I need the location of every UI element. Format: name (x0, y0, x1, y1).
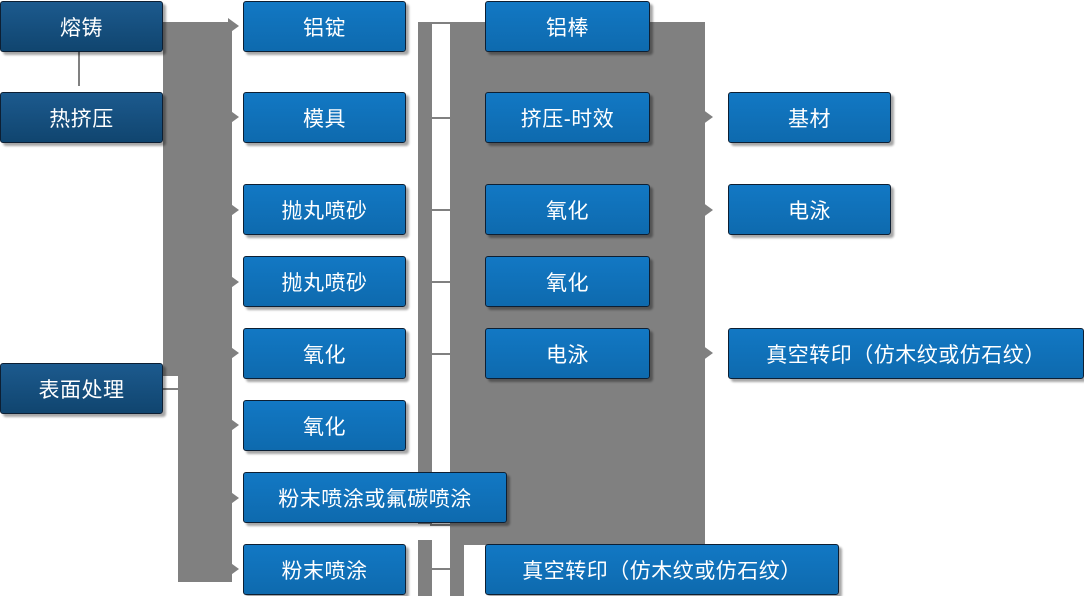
bracket-left-main (163, 22, 232, 376)
material-box-powder-fluoro-label: 粉末喷涂或氟碳喷涂 (278, 487, 472, 511)
arrow-to-mat-powder-fluoro (228, 490, 239, 506)
arrow-to-mat-shotblast-2 (228, 274, 239, 290)
comb-tick-2 (430, 117, 452, 119)
material-box-shotblast-1-label: 抛丸喷砂 (281, 199, 368, 223)
bracket-left-neck (178, 376, 232, 582)
output-box-substrate-label: 基材 (788, 107, 831, 131)
arrow-to-out-substrate (702, 109, 713, 125)
stage-box-melting[interactable]: 熔铸 (0, 1, 163, 52)
output-box-electro[interactable]: 电泳 (728, 184, 891, 235)
arrow-to-mat-mold (228, 109, 239, 125)
arrow-to-mat-oxidation-1 (228, 345, 239, 361)
process-box-vacuum-transfer-label: 真空转印（仿木纹或仿石纹） (522, 559, 802, 583)
process-box-electro-label: 电泳 (546, 343, 589, 367)
material-box-powder-label: 粉末喷涂 (281, 559, 368, 583)
material-box-oxidation-1[interactable]: 氧化 (243, 328, 406, 379)
process-box-bar-label: 铝棒 (546, 16, 589, 40)
comb-tick-4 (430, 281, 452, 283)
material-box-shotblast-1[interactable]: 抛丸喷砂 (243, 184, 406, 235)
material-box-oxidation-1-label: 氧化 (303, 343, 346, 367)
bracket-mid-left-rail-tail (418, 540, 432, 596)
connector-melting-to-extrude (78, 52, 80, 86)
process-box-extrude-aging-label: 挤压-时效 (520, 107, 615, 131)
process-box-extrude-aging[interactable]: 挤压-时效 (485, 92, 650, 143)
process-box-bar[interactable]: 铝棒 (485, 1, 650, 52)
arrow-to-mat-shotblast-1 (228, 202, 239, 218)
material-box-mold[interactable]: 模具 (243, 92, 406, 143)
material-box-powder-fluoro[interactable]: 粉末喷涂或氟碳喷涂 (243, 472, 507, 523)
stage-box-surface[interactable]: 表面处理 (0, 363, 163, 414)
material-box-oxidation-2[interactable]: 氧化 (243, 400, 406, 451)
output-box-vacuum-transfer[interactable]: 真空转印（仿木纹或仿石纹） (728, 328, 1084, 379)
comb-tick-6 (430, 524, 452, 526)
bracket-mid-right-rail (450, 22, 464, 596)
arrow-to-mat-ingot (228, 18, 239, 34)
comb-tick-1 (430, 22, 452, 24)
process-box-oxidation-2-label: 氧化 (546, 271, 589, 295)
arrow-to-mat-oxidation-2 (228, 417, 239, 433)
process-box-oxidation-1-label: 氧化 (546, 199, 589, 223)
stage-box-melting-label: 熔铸 (60, 16, 103, 40)
process-box-vacuum-transfer[interactable]: 真空转印（仿木纹或仿石纹） (485, 544, 839, 595)
output-box-vacuum-transfer-label: 真空转印（仿木纹或仿石纹） (766, 343, 1046, 367)
process-box-electro[interactable]: 电泳 (485, 328, 650, 379)
material-box-ingot[interactable]: 铝锭 (243, 1, 406, 52)
material-box-mold-label: 模具 (303, 107, 346, 131)
material-box-powder[interactable]: 粉末喷涂 (243, 544, 406, 595)
material-box-ingot-label: 铝锭 (303, 16, 346, 40)
output-box-electro-label: 电泳 (788, 199, 831, 223)
stage-box-extrude-label: 热挤压 (49, 107, 114, 131)
process-box-oxidation-1[interactable]: 氧化 (485, 184, 650, 235)
arrow-to-out-electro (702, 202, 713, 218)
material-box-shotblast-2[interactable]: 抛丸喷砂 (243, 256, 406, 307)
bracket-mid-left-rail (418, 22, 432, 524)
output-box-substrate[interactable]: 基材 (728, 92, 891, 143)
arrow-to-out-vacuum (702, 345, 713, 361)
stage-box-extrude[interactable]: 热挤压 (0, 92, 163, 143)
comb-tick-3 (430, 209, 452, 211)
material-box-shotblast-2-label: 抛丸喷砂 (281, 271, 368, 295)
arrow-to-mat-powder (228, 561, 239, 577)
comb-tick-7 (430, 568, 452, 570)
process-box-oxidation-2[interactable]: 氧化 (485, 256, 650, 307)
comb-tick-5 (430, 353, 452, 355)
bracket-left-surface-stub (163, 388, 183, 390)
material-box-oxidation-2-label: 氧化 (303, 415, 346, 439)
stage-box-surface-label: 表面处理 (38, 378, 125, 402)
